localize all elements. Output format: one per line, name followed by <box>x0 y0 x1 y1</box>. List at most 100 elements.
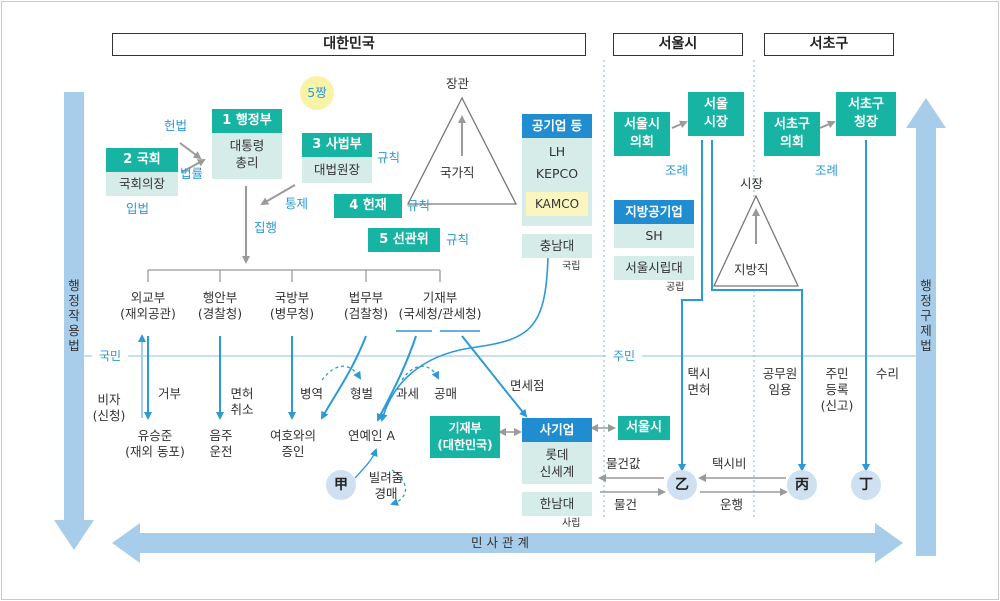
lotte-line1: 롯데 <box>545 447 569 462</box>
executive-branch: 1 행정부 <box>212 109 282 133</box>
header-seocho: 서초구 <box>764 33 894 56</box>
moef-line2: (대한민국) <box>437 438 493 452</box>
hannam-univ: 한남대 <box>522 492 592 516</box>
visa-line2: (신청) <box>92 408 126 423</box>
seocho-head-line2: 청장 <box>854 115 878 130</box>
law-label: 법률 <box>180 166 204 181</box>
election-label: 선관위 <box>392 232 429 247</box>
executive-number: 1 <box>222 113 232 128</box>
taxi-fare-label: 택시비 <box>712 456 747 471</box>
reg-line2: 등록 <box>825 382 849 397</box>
ministry-justice-sub: (검찰청) <box>343 306 389 321</box>
seoul-mayor-line2: 시장 <box>704 115 728 130</box>
loan-line2: 경매 <box>374 486 398 501</box>
civil-line1: 공무원 <box>762 366 798 381</box>
right-side-arrow <box>906 98 946 556</box>
public-note: 공립 <box>666 282 685 293</box>
penalty-label: 형벌 <box>350 386 374 401</box>
seocho-council-line2: 의회 <box>780 135 804 150</box>
seoul-mayor-line1: 서울 <box>704 97 728 112</box>
person-jeong: 丁 <box>851 470 881 500</box>
court-number: 4 <box>349 198 359 213</box>
public-corp-title: 공기업 등 <box>522 114 592 138</box>
ministry-foreign: 외교부 (재외공관) <box>113 290 183 322</box>
military-label: 병역 <box>300 386 324 401</box>
header-korea: 대한민국 <box>112 33 586 56</box>
minister-label: 장관 <box>446 76 470 91</box>
taxi-line1: 택시 <box>687 366 711 381</box>
seoul-ordinance-label: 조례 <box>665 163 689 178</box>
lotte-line2: 신세계 <box>539 464 575 479</box>
drunk-driving-label: 음주 운전 <box>204 428 238 460</box>
seocho-head: 서초구 청장 <box>836 92 896 136</box>
person-gap: 甲 <box>326 470 356 500</box>
moef-box: 기재부 (대한민국) <box>430 416 500 458</box>
constitution-label: 헌법 <box>164 118 188 133</box>
license-cancel-label: 면허 취소 <box>226 386 258 418</box>
ministry-defense: 국방부 (병무청) <box>258 290 326 322</box>
judiciary-rules-label: 규칙 <box>377 150 401 165</box>
civil-servant-label: 공무원 임용 <box>758 366 802 398</box>
seoul-city-box: 서울시 <box>618 416 670 440</box>
entertainer-label: 연예인 A <box>348 428 396 443</box>
election-rules-label: 규칙 <box>446 232 470 247</box>
national-service-label: 국가직 <box>440 165 475 180</box>
control-label: 통제 <box>285 196 309 211</box>
ministry-defense-name: 국방부 <box>274 290 310 305</box>
citizen-label: 국민 <box>92 348 128 364</box>
taxi-line2: 면허 <box>687 382 711 397</box>
assembly-number: 2 <box>123 152 133 167</box>
loan-line1: 빌려줌 <box>368 470 404 485</box>
chungnam-univ: 충남대 <box>522 234 592 258</box>
duty-free-label: 면세점 <box>510 378 545 393</box>
visa-label: 비자 (신청) <box>84 392 134 424</box>
executive-sub: 대통령 총리 <box>212 133 282 179</box>
court-label: 헌재 <box>362 198 387 213</box>
ministry-interior-sub: (경찰청) <box>197 306 243 321</box>
drunk-line1: 음주 <box>209 428 233 443</box>
seocho-head-line1: 서초구 <box>848 97 884 112</box>
ministry-foreign-sub: (재외공관) <box>120 306 176 321</box>
license-line2: 취소 <box>230 402 254 417</box>
assembly-label: 국회 <box>136 152 161 167</box>
lotte-box: 롯데 신세계 <box>522 442 592 484</box>
sh-label: SH <box>614 224 694 248</box>
moef-line1: 기재부 <box>448 421 482 435</box>
visa-line1: 비자 <box>97 392 121 407</box>
ministry-finance: 기재부 (국세청/관세청) <box>394 290 486 322</box>
witness-line2: 증인 <box>281 444 305 459</box>
auction-label: 공매 <box>434 386 458 401</box>
reg-line3: (신고) <box>820 398 854 413</box>
ministry-finance-name: 기재부 <box>422 290 458 305</box>
left-side-label: 행정작용법 <box>68 278 80 353</box>
local-corp-title: 지방공기업 <box>614 200 694 224</box>
witness-label: 여호와의 증인 <box>262 428 324 460</box>
left-side-arrow <box>54 92 94 550</box>
private-corp-title: 사기업 <box>522 418 592 442</box>
mayor-top-label: 시장 <box>740 176 764 191</box>
pm-label: 총리 <box>235 155 259 170</box>
tax-label: 과세 <box>396 386 420 401</box>
election-branch: 5 선관위 <box>368 228 440 252</box>
person-eul: 乙 <box>667 470 697 500</box>
resident-label: 주민 <box>606 348 642 364</box>
seoul-mayor: 서울 시장 <box>688 92 744 136</box>
seoul-council: 서울시 의회 <box>614 112 670 156</box>
ministry-justice: 법무부 (검찰청) <box>332 290 400 322</box>
header-seoul: 서울시 <box>613 33 743 56</box>
person-byeong: 丙 <box>787 470 817 500</box>
court-rules-label: 규칙 <box>407 198 431 213</box>
drunk-line2: 운전 <box>209 444 233 459</box>
license-line1: 면허 <box>230 386 254 401</box>
private-note: 사립 <box>562 518 581 529</box>
refuse-label: 거부 <box>158 386 182 401</box>
judiciary-label: 사법부 <box>325 137 362 152</box>
loan-label: 빌려줌 경매 <box>362 470 410 502</box>
president-label: 대통령 <box>229 138 265 153</box>
local-service-label: 지방직 <box>734 262 769 277</box>
judiciary-number: 3 <box>312 137 322 152</box>
ministries-bracket <box>147 269 441 282</box>
